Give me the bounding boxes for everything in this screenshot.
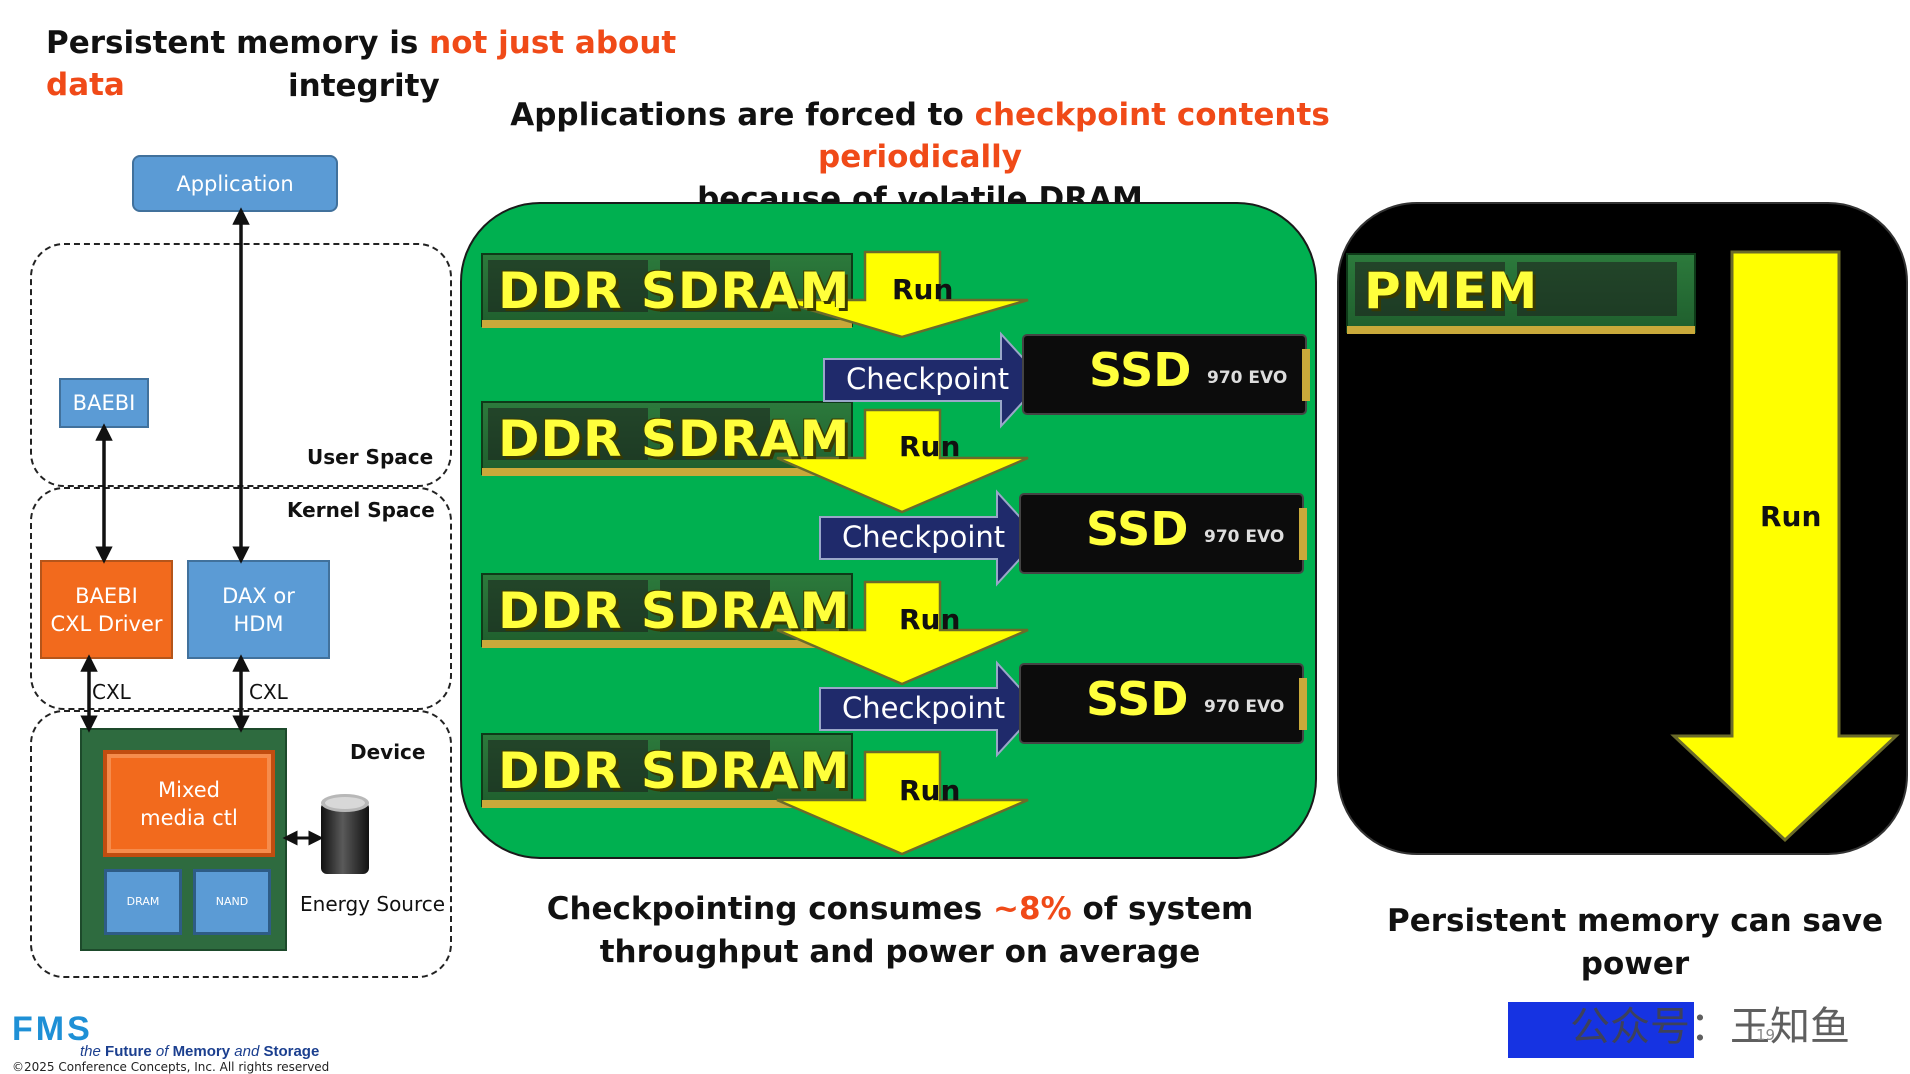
- checkpoint-label-3: Checkpoint: [842, 691, 1006, 725]
- volatile-flow-graphics: [481, 250, 1310, 856]
- watermark-text: 公众号：王知鱼: [1570, 1004, 1850, 1050]
- center-heading-part2: checkpoint contents periodically: [818, 97, 1330, 175]
- bottom-center-part3: of system: [1071, 891, 1254, 927]
- bottom-center-line2: throughput and power on average: [599, 934, 1201, 970]
- ssd-card-1: [1022, 334, 1310, 415]
- user-space-label: User Space: [307, 445, 434, 469]
- ssd-label-2: SSD: [1086, 502, 1189, 556]
- left-heading-part1: Persistent memory is: [46, 25, 430, 61]
- kernel-space-label: Kernel Space: [287, 498, 435, 522]
- ssd-model-3: 970 EVO: [1204, 697, 1285, 717]
- baebi-cxl-driver-box: BAEBI CXL Driver: [40, 560, 173, 659]
- run-arrow-3: [776, 580, 1029, 686]
- ddr-dimm-4: [481, 733, 853, 808]
- dram-chip: DRAM: [104, 869, 182, 935]
- ssd-model-1: 970 EVO: [1207, 368, 1288, 388]
- pmem-graphics: [1346, 250, 1900, 843]
- energy-source-label: Energy Source: [300, 892, 446, 916]
- run-label-4: Run: [899, 774, 961, 807]
- ssd-label-3: SSD: [1086, 672, 1189, 726]
- bottom-center-part1: Checkpointing consumes: [546, 891, 994, 927]
- pmem-label: PMEM: [1364, 262, 1539, 320]
- ddr-label-4: DDR SDRAM: [498, 742, 851, 800]
- device-label: Device: [350, 740, 426, 764]
- pmem-dimm: [1346, 253, 1696, 334]
- ssd-label-1: SSD: [1089, 343, 1192, 397]
- run-label-2: Run: [899, 430, 961, 463]
- run-label-1: Run: [892, 273, 954, 306]
- ssd-card-2: [1019, 493, 1307, 574]
- checkpoint-label-1: Checkpoint: [846, 362, 1010, 396]
- run-arrow-1: [776, 250, 1029, 339]
- bottom-right-caption: Persistent memory can save power: [1386, 903, 1884, 982]
- run-arrow-2: [776, 408, 1029, 514]
- cxl-left-label: CXL: [92, 680, 131, 704]
- pmem-run-arrow: [1670, 250, 1900, 843]
- pmem-run-label: Run: [1760, 500, 1822, 533]
- baebi-box: BAEBI: [59, 378, 149, 428]
- ddr-label-2: DDR SDRAM: [498, 410, 851, 468]
- cxl-right-label: CXL: [249, 680, 288, 704]
- nand-chip: NAND: [193, 869, 271, 935]
- application-box: Application: [132, 155, 338, 212]
- checkpoint-arrow-3: [819, 660, 1041, 758]
- mixed-media-ctl-box: Mixed media ctl: [103, 750, 275, 857]
- checkpoint-label-2: Checkpoint: [842, 520, 1006, 554]
- ssd-model-2: 970 EVO: [1204, 527, 1285, 547]
- page-number: 19: [1756, 1026, 1776, 1044]
- checkpoint-arrow-2: [819, 489, 1041, 587]
- ssd-card-3: [1019, 663, 1307, 744]
- watermark-logo-block: [1508, 1002, 1694, 1058]
- left-heading-line2: integrity: [288, 68, 440, 104]
- energy-source-icon: [321, 794, 369, 874]
- ddr-label-3: DDR SDRAM: [498, 582, 851, 640]
- dax-hdm-box: DAX or HDM: [187, 560, 330, 659]
- copyright-text: ©2025 Conference Concepts, Inc. All righ…: [12, 1060, 330, 1074]
- ddr-dimm-1: [481, 253, 853, 328]
- fms-logo: FMS: [12, 1010, 93, 1048]
- run-label-3: Run: [899, 603, 961, 636]
- bottom-center-caption: Checkpointing consumes ~8% of system thr…: [520, 888, 1280, 974]
- bottom-center-part2: ~8%: [993, 891, 1072, 927]
- stack-connectors: [80, 207, 324, 846]
- center-heading-part1: Applications are forced to: [510, 97, 975, 133]
- ddr-label-1: DDR SDRAM: [498, 262, 851, 320]
- left-heading-part2: not just about data: [46, 25, 677, 103]
- fms-tagline: the Future of Memory and Storage: [80, 1043, 320, 1060]
- run-arrow-4: [776, 750, 1029, 856]
- left-heading: Persistent memory is not just about data: [46, 22, 686, 106]
